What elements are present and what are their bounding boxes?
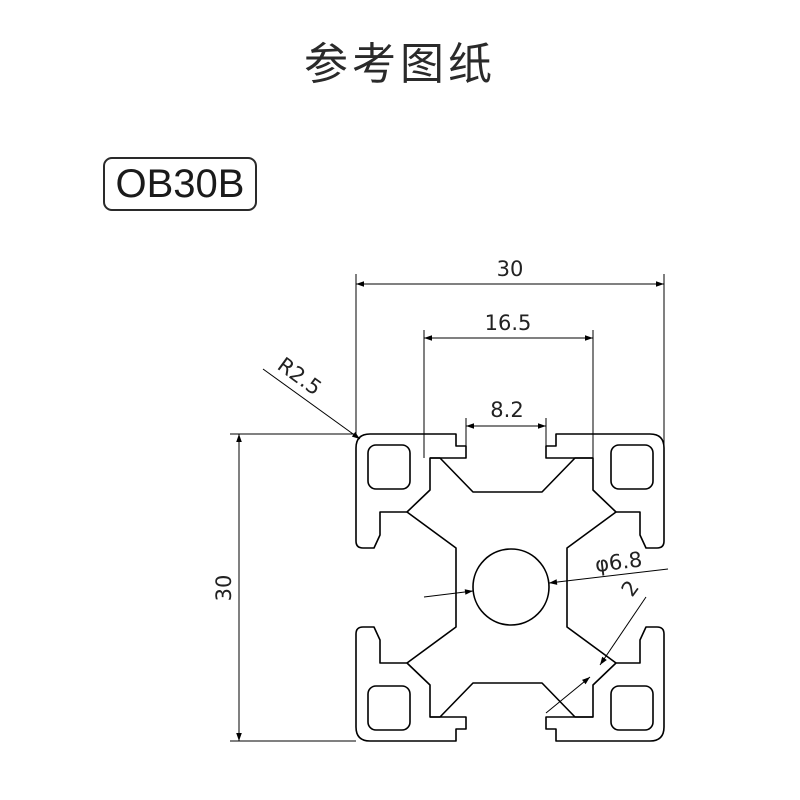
dim-slot-opening — [465, 418, 547, 446]
page-title: 参考图纸 — [304, 39, 496, 90]
label-overall-width: 30 — [497, 257, 524, 281]
label-wall-thickness: 2 — [617, 576, 644, 601]
dim-overall-height — [230, 433, 356, 742]
label-slot-outer: 16.5 — [485, 311, 532, 335]
center-bore — [472, 548, 550, 626]
dim-slot-outer — [423, 330, 594, 458]
dim-overall-width — [355, 274, 665, 540]
label-center-bore: φ6.8 — [594, 547, 644, 577]
label-slot-opening: 8.2 — [490, 398, 523, 422]
dim-center-bore — [423, 568, 669, 598]
model-label: OB30B — [103, 157, 257, 211]
dim-wall-thickness — [545, 596, 647, 714]
label-overall-height: 30 — [212, 575, 236, 602]
dim-corner-radius — [262, 368, 361, 440]
profile-outline — [355, 433, 665, 742]
label-corner-radius: R2.5 — [273, 353, 326, 401]
